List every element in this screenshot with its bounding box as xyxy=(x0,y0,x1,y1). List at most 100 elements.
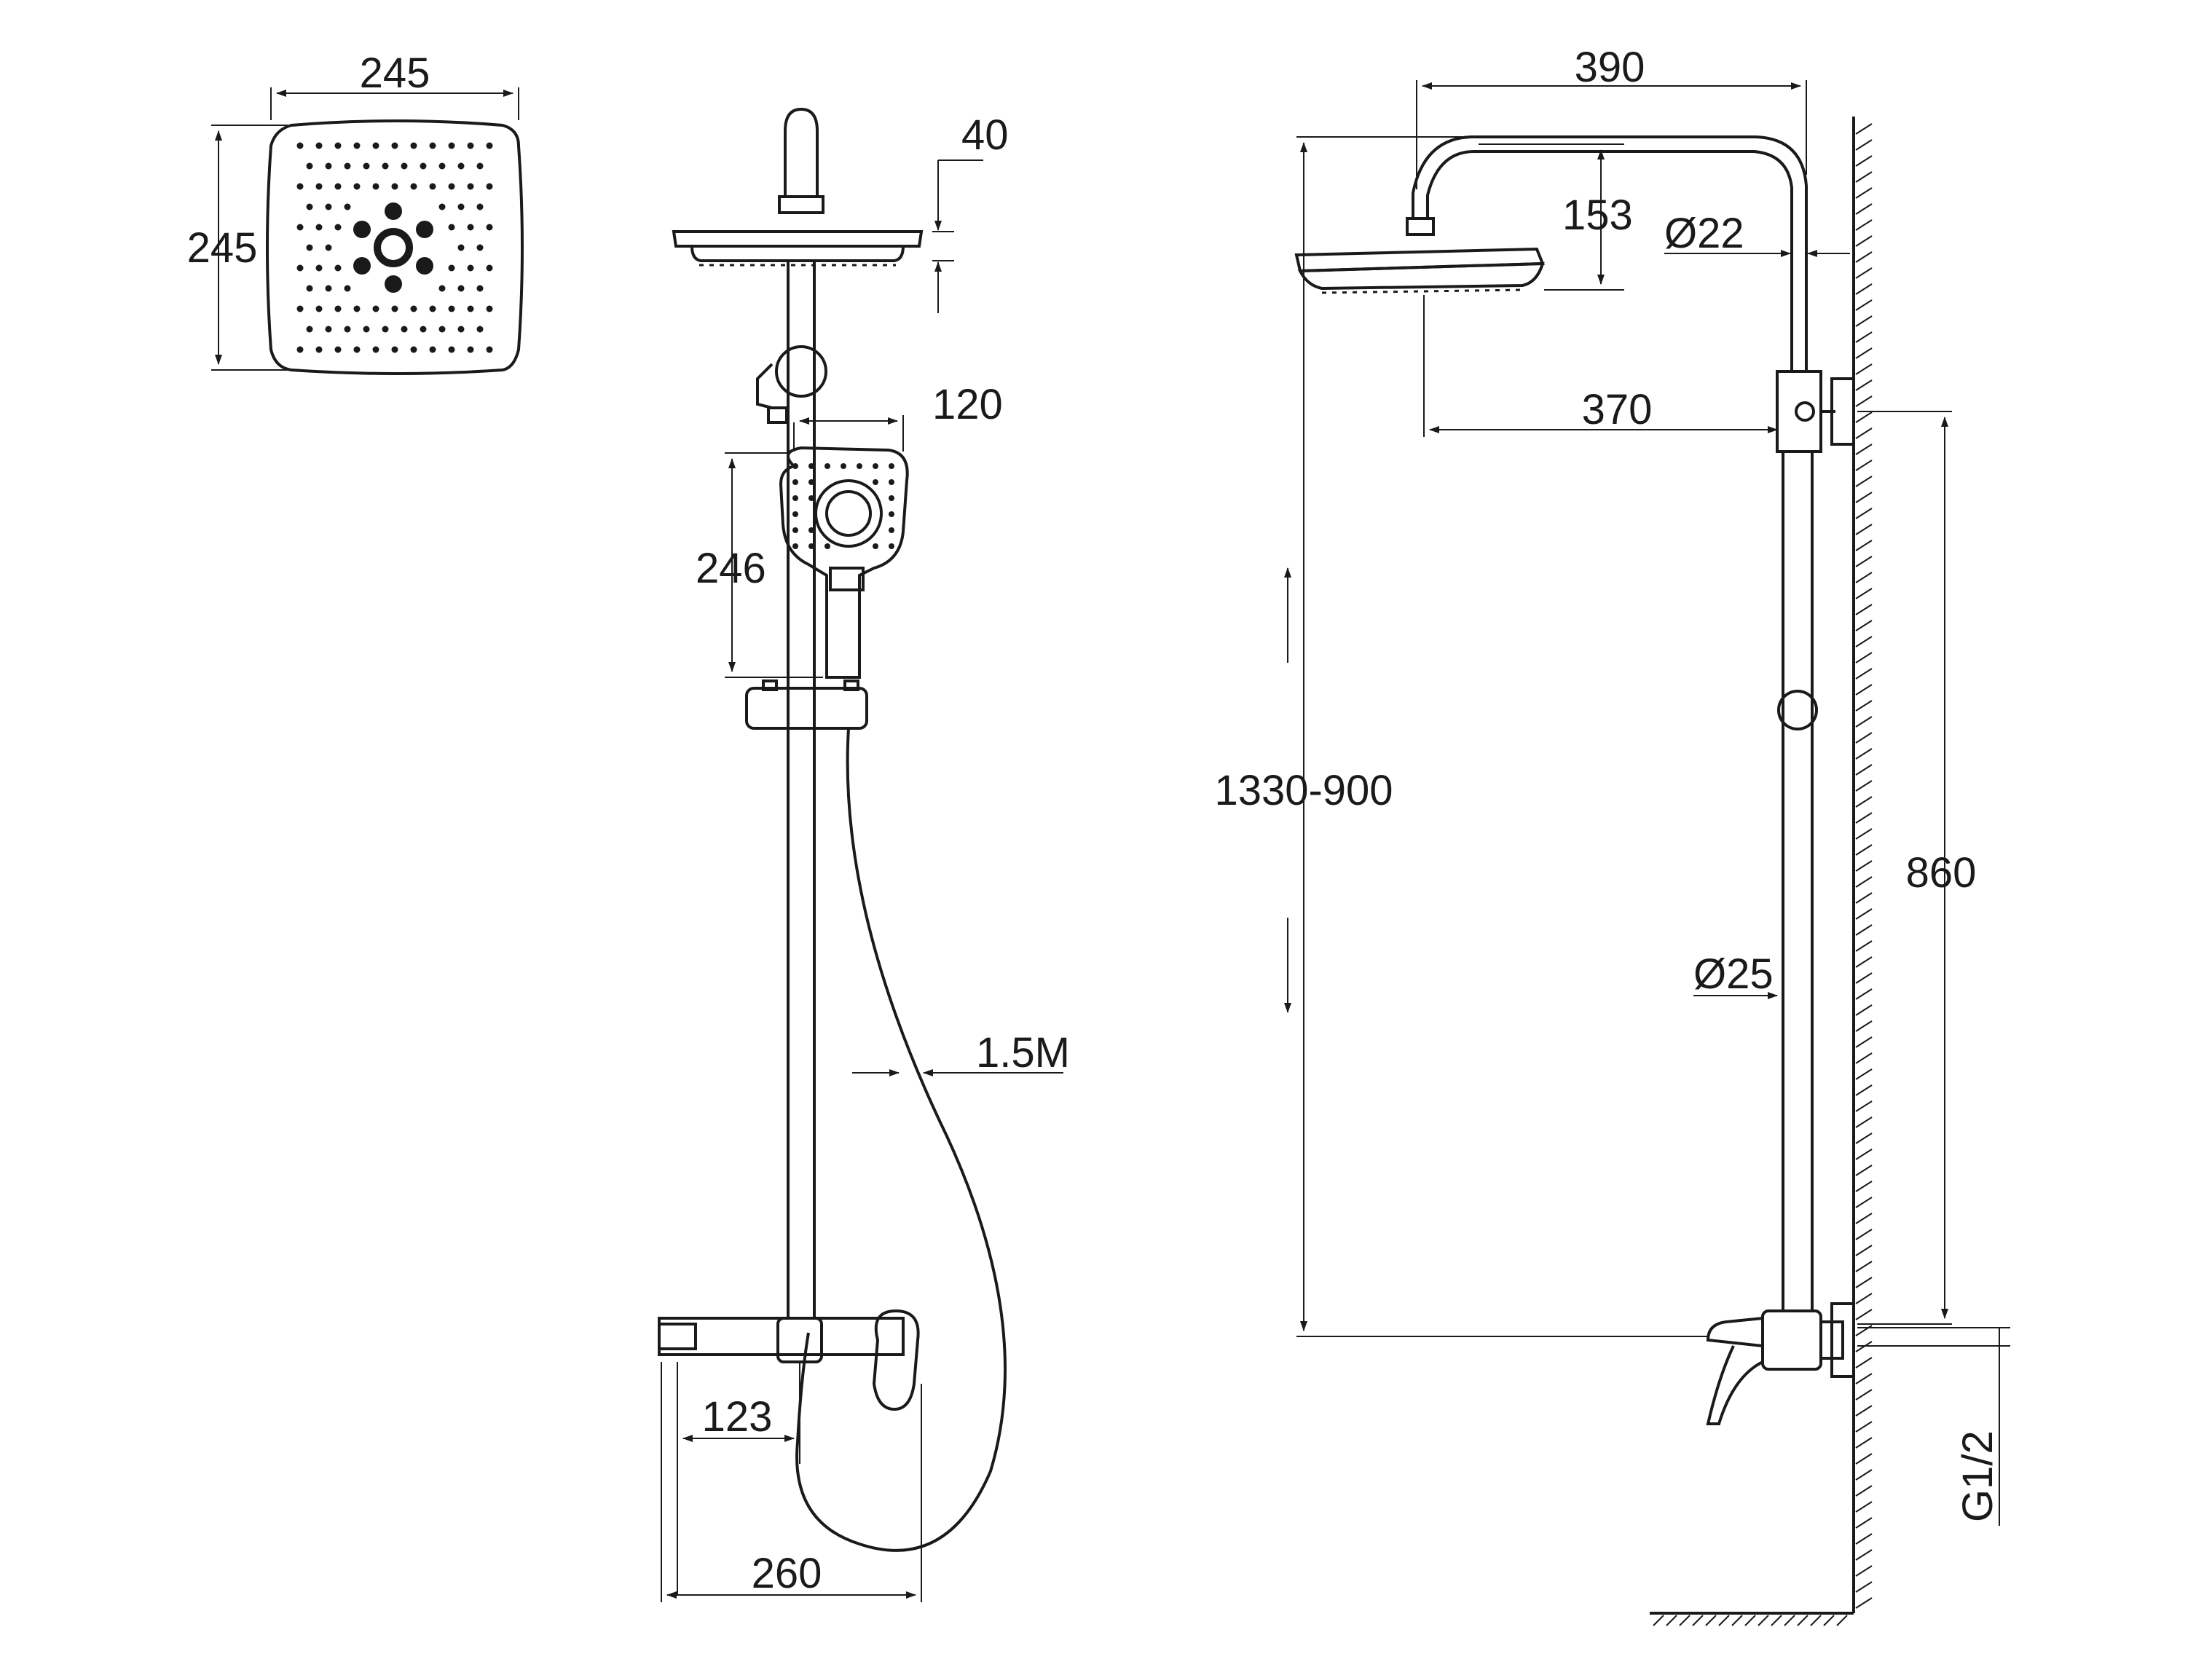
wall-hatch-line xyxy=(1855,1100,1873,1112)
wall-hatch-line xyxy=(1855,700,1873,712)
wall-hatch-line xyxy=(1855,428,1873,439)
nozzle-hole xyxy=(391,142,398,149)
wall-hatch-line xyxy=(1855,812,1873,824)
wall-hatch-line xyxy=(1855,844,1873,856)
nozzle-hole xyxy=(448,142,455,149)
nozzle-hole xyxy=(353,346,361,353)
floor-hatch-line xyxy=(1744,1615,1756,1626)
dim-hose-length: 1.5M xyxy=(976,1029,1070,1076)
floor-hatch-line xyxy=(1758,1615,1769,1626)
wall-hatch-line xyxy=(1855,1084,1873,1096)
wall-hatch-line xyxy=(1855,764,1873,776)
wall-hatch-line xyxy=(1855,1501,1873,1513)
nozzle-hole xyxy=(372,346,379,353)
nozzle-hole xyxy=(457,203,465,210)
nozzle-hole xyxy=(410,346,417,353)
nozzle-hole xyxy=(344,203,351,210)
nozzle-hole xyxy=(476,244,484,251)
wall-hatch-line xyxy=(1855,1116,1873,1128)
wall-hatch-line xyxy=(1855,1405,1873,1417)
wall-hatch-line xyxy=(1855,508,1873,519)
wall-hatch-line xyxy=(1855,588,1873,599)
nozzle-hole xyxy=(334,305,342,312)
hand-nozzle-hole xyxy=(873,463,878,469)
side-view: 390 153 Ø22 370 1330-900 Ø25 860 xyxy=(1214,44,2010,1626)
nozzle-hole xyxy=(476,326,484,333)
hand-nozzle-hole xyxy=(889,511,894,517)
nozzle-hole xyxy=(315,142,323,149)
wall-hatch-line xyxy=(1855,540,1873,551)
wall-hatch-line xyxy=(1855,652,1873,663)
floor-hatch-line xyxy=(1666,1615,1677,1626)
nozzle-hole xyxy=(353,142,361,149)
wall-hatch-line xyxy=(1855,876,1873,888)
nozzle-hole xyxy=(344,162,351,170)
hand-nozzle-hole xyxy=(792,543,798,549)
wall-hatch-line xyxy=(1855,1036,1873,1048)
nozzle-hole xyxy=(325,162,332,170)
wall-hatch-line xyxy=(1855,251,1873,263)
floor-hatch-line xyxy=(1653,1615,1664,1626)
floor-hatch-line xyxy=(1784,1615,1795,1626)
dim-hand-length: 246 xyxy=(696,545,766,592)
nozzle-hole xyxy=(306,203,313,210)
nozzle-hole xyxy=(315,224,323,231)
hand-shower xyxy=(779,446,909,679)
dim-hand-width: 120 xyxy=(932,381,1003,428)
wall-hatch-line xyxy=(1855,492,1873,503)
nozzle-hole xyxy=(429,183,436,190)
hand-nozzle-hole xyxy=(873,479,878,485)
wall-hatch-line xyxy=(1855,476,1873,487)
side-mixer xyxy=(1706,1302,1855,1425)
hand-nozzle-hole xyxy=(824,543,830,549)
wall-hatch-line xyxy=(1855,1181,1873,1192)
side-arm-outer xyxy=(1412,135,1808,371)
nozzle-hole xyxy=(410,142,417,149)
wall-hatch-line xyxy=(1855,1149,1873,1160)
slider-bracket xyxy=(745,687,868,730)
wall-hatch-line xyxy=(1855,924,1873,936)
nozzle-hole xyxy=(420,326,427,333)
nozzle-hole xyxy=(325,326,332,333)
wall-hatch-line xyxy=(1855,940,1873,952)
nozzle-hole xyxy=(363,326,370,333)
nozzle-hole xyxy=(448,305,455,312)
wall-hatch-line xyxy=(1855,572,1873,583)
nozzle-hole xyxy=(438,203,446,210)
wall-hatch-line xyxy=(1855,684,1873,696)
hand-nozzle-hole xyxy=(889,527,894,533)
nozzle-hole xyxy=(467,183,474,190)
wall-hatch-line xyxy=(1855,155,1873,167)
nozzle-hole xyxy=(296,264,304,272)
dim-spout-reach: 123 xyxy=(702,1393,773,1441)
wall-hatch-line xyxy=(1855,524,1873,535)
nozzle-hole xyxy=(486,264,493,272)
wall-hatch-line xyxy=(1855,1068,1873,1080)
wall-hatch-line xyxy=(1855,892,1873,904)
hand-nozzle-hole xyxy=(889,463,894,469)
wall-hatch-line xyxy=(1855,956,1873,968)
floor-hatch-line xyxy=(1810,1615,1822,1626)
nozzle-hole xyxy=(401,326,408,333)
nozzle-hole xyxy=(438,285,446,292)
wall-hatch-line xyxy=(1855,203,1873,215)
nozzle-hole xyxy=(448,224,455,231)
wall-hatch-line xyxy=(1855,1165,1873,1176)
wall-hatch-line xyxy=(1855,988,1873,1000)
nozzle-hole xyxy=(306,285,313,292)
wall-hatch-line xyxy=(1855,123,1873,135)
wall-hatch-line xyxy=(1855,1565,1873,1577)
wall-hatch-line xyxy=(1855,283,1873,295)
nozzle-hole xyxy=(438,326,446,333)
hand-nozzle-hole xyxy=(808,543,814,549)
nozzle-hole xyxy=(382,326,389,333)
wall-hatch-line xyxy=(1855,828,1873,840)
wall-hatch-line xyxy=(1855,235,1873,247)
wall-hatch-line xyxy=(1855,1309,1873,1320)
wall-hatch-line xyxy=(1855,1357,1873,1368)
nozzle-hole xyxy=(315,346,323,353)
wall-hatch-line xyxy=(1855,1293,1873,1304)
nozzle-hole xyxy=(448,183,455,190)
wall-hatch-line xyxy=(1855,139,1873,151)
floor-hatch-line xyxy=(1836,1615,1848,1626)
